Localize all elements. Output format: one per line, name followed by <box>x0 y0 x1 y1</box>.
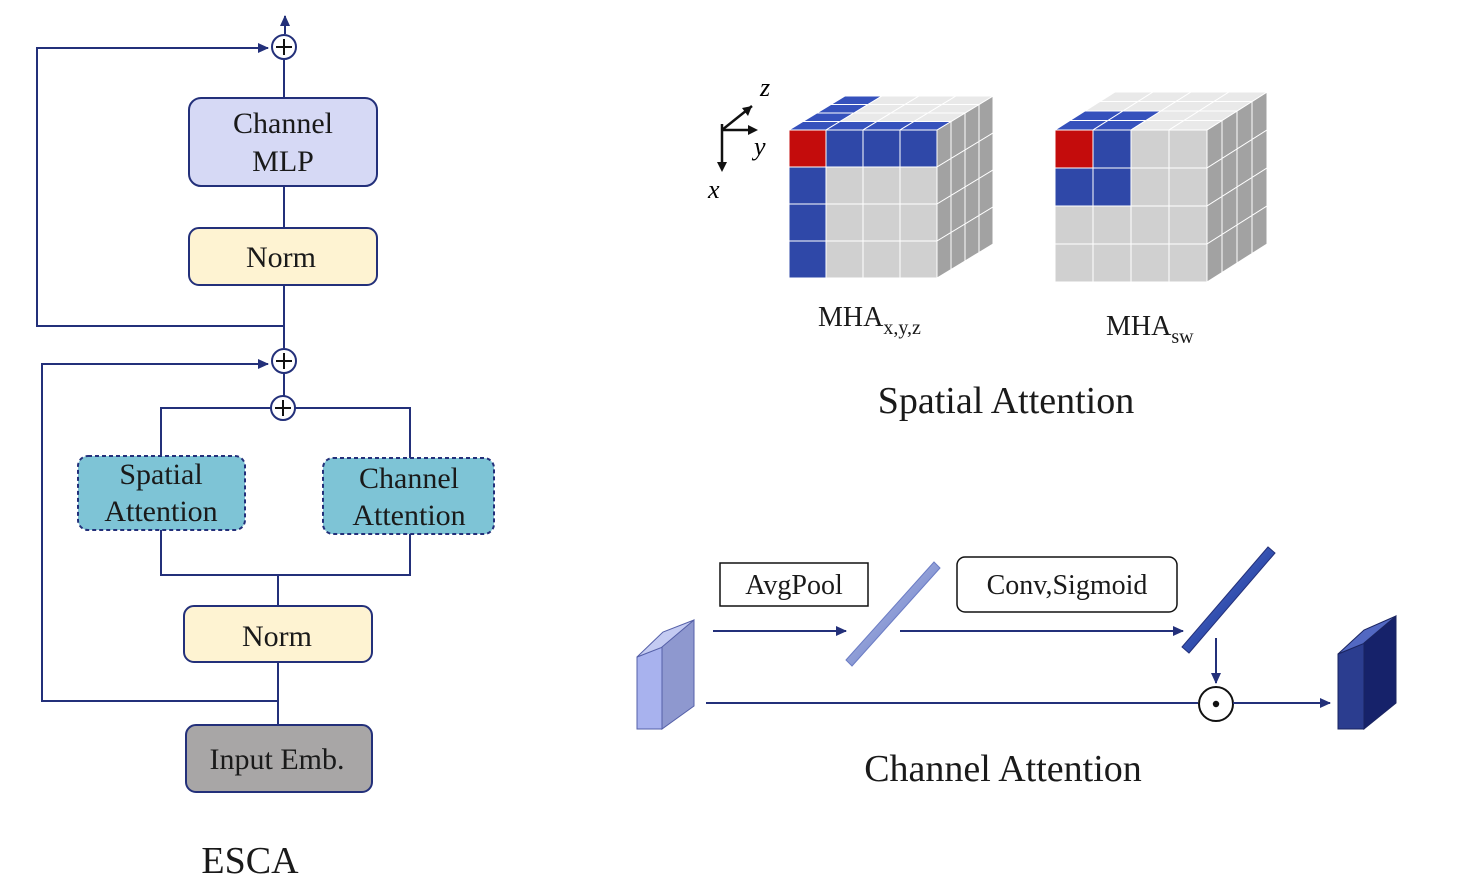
norm-bottom-label: Norm <box>242 620 312 653</box>
voxel-front <box>1054 129 1094 169</box>
pooled-vector-rod <box>845 561 941 667</box>
voxel-front <box>1130 243 1170 283</box>
avgpool-box: AvgPool <box>719 562 869 607</box>
voxel-front <box>1092 129 1132 169</box>
voxel-front <box>862 129 901 168</box>
voxel-front <box>1130 205 1170 245</box>
spatial-attention-box: Spatial Attention <box>77 455 246 531</box>
add-node-attention <box>270 395 296 421</box>
voxel-front <box>1168 205 1208 245</box>
voxel-front <box>899 240 938 279</box>
voxel-side <box>964 214 980 262</box>
voxel-front <box>825 129 864 168</box>
voxel-front <box>1130 129 1170 169</box>
output-feature-block <box>1337 614 1397 731</box>
voxel-front <box>1092 167 1132 207</box>
norm-top-label: Norm <box>246 241 316 274</box>
voxel-front <box>788 129 827 168</box>
voxel-front <box>825 203 864 242</box>
voxel-front <box>1092 243 1132 283</box>
voxel-front <box>1168 243 1208 283</box>
axis-z-label: z <box>759 73 770 102</box>
channel-weight-rod <box>1181 546 1276 654</box>
axes-icon: z y x <box>707 73 770 204</box>
voxel-front <box>1168 129 1208 169</box>
mha-sw-label: MHAsw <box>1106 311 1194 348</box>
residual-connection-top <box>36 43 284 327</box>
add-node-middle <box>271 348 297 374</box>
axis-y-label: y <box>751 132 766 161</box>
spatial-attention-label-1: Spatial <box>119 458 202 491</box>
spatial-attention-caption: Spatial Attention <box>878 380 1134 422</box>
input-feature-block <box>636 618 695 730</box>
spatial-attention-label-2: Attention <box>104 495 217 528</box>
voxel-front <box>899 203 938 242</box>
cube-mha-sw <box>1053 91 1269 283</box>
channel-mlp-box: Channel MLP <box>188 97 378 187</box>
voxel-side <box>978 206 994 254</box>
voxel-front <box>1130 167 1170 207</box>
input-emb-label: Input Emb. <box>210 743 345 776</box>
voxel-side <box>936 231 952 279</box>
voxel-front <box>862 166 901 205</box>
channel-mlp-label-1: Channel <box>233 107 333 140</box>
voxel-front <box>1054 167 1094 207</box>
norm-bottom-box: Norm <box>183 605 373 663</box>
norm-top-box: Norm <box>188 227 378 286</box>
voxel-front <box>1168 167 1208 207</box>
voxel-side <box>950 223 966 271</box>
voxel-front <box>788 166 827 205</box>
channel-attention-box: Channel Attention <box>322 457 495 535</box>
channel-attention-label-2: Attention <box>352 499 465 532</box>
spatial-attention-panel: z y x MHAx,y,z MHAsw Spatial Attention <box>707 73 1269 422</box>
voxel-front <box>1054 205 1094 245</box>
voxel-front <box>899 129 938 168</box>
esca-caption: ESCA <box>201 840 299 882</box>
voxel-front <box>899 166 938 205</box>
voxel-front <box>862 240 901 279</box>
avgpool-label: AvgPool <box>745 570 843 601</box>
input-embedding-box: Input Emb. <box>185 724 373 793</box>
conv-sigmoid-box: Conv,Sigmoid <box>956 556 1178 613</box>
channel-attention-caption: Channel Attention <box>864 748 1142 790</box>
mha-xyz-label: MHAx,y,z <box>818 302 921 339</box>
voxel-front <box>825 166 864 205</box>
voxel-front <box>788 203 827 242</box>
channel-attention-panel: AvgPool Conv,Sigmoid <box>636 546 1397 790</box>
voxel-front <box>1054 243 1094 283</box>
cube-mha-xyz <box>787 95 995 279</box>
elementwise-multiply-node <box>1198 686 1234 722</box>
axis-x-label: x <box>707 175 720 204</box>
channel-attention-label-1: Channel <box>359 462 459 495</box>
esca-block: Channel MLP Norm Spati <box>36 15 495 882</box>
voxel-front <box>862 203 901 242</box>
voxel-front <box>825 240 864 279</box>
voxel-side <box>1251 205 1268 255</box>
voxel-front <box>788 240 827 279</box>
add-node-top <box>271 34 297 60</box>
conv-sigmoid-label: Conv,Sigmoid <box>987 570 1148 601</box>
voxel-front <box>1092 205 1132 245</box>
residual-connection-bottom <box>41 359 278 702</box>
channel-mlp-label-2: MLP <box>252 145 314 178</box>
